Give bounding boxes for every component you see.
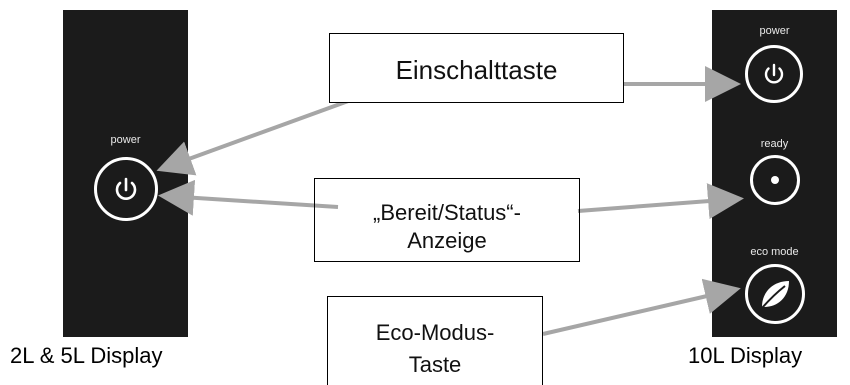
callout-einschalttaste-text: Einschalttaste <box>395 55 558 85</box>
arrow-status-right <box>577 183 744 220</box>
right-power-label: power <box>759 25 790 37</box>
leaf-icon <box>761 281 789 309</box>
left-power-label: power <box>110 134 141 146</box>
eco-mode-label: eco mode <box>750 246 799 258</box>
callout-status-line2: Anzeige <box>407 228 487 253</box>
power-icon <box>764 63 784 84</box>
ready-dot-icon <box>771 176 779 184</box>
ready-indicator <box>750 155 800 205</box>
arrow-eco-right <box>542 278 741 336</box>
callout-einschalttaste: Einschalttaste <box>329 33 624 103</box>
power-icon <box>115 177 137 200</box>
callout-eco-line2: Taste <box>408 352 462 377</box>
eco-mode-button[interactable] <box>745 264 805 324</box>
callout-status-line1: „Bereit/Status“- <box>373 200 521 225</box>
callout-status: „Bereit/Status“- Anzeige <box>314 178 580 262</box>
right-power-button[interactable] <box>745 45 803 103</box>
ready-label: ready <box>760 138 789 150</box>
arrow-status-left <box>158 179 339 216</box>
right-display-caption: 10L Display <box>688 343 803 368</box>
callout-eco-line1: Eco-Modus- <box>375 320 495 345</box>
callout-eco: Eco-Modus- Taste <box>327 296 543 385</box>
left-power-button[interactable] <box>94 157 158 221</box>
left-display-caption: 2L & 5L Display <box>10 343 163 368</box>
